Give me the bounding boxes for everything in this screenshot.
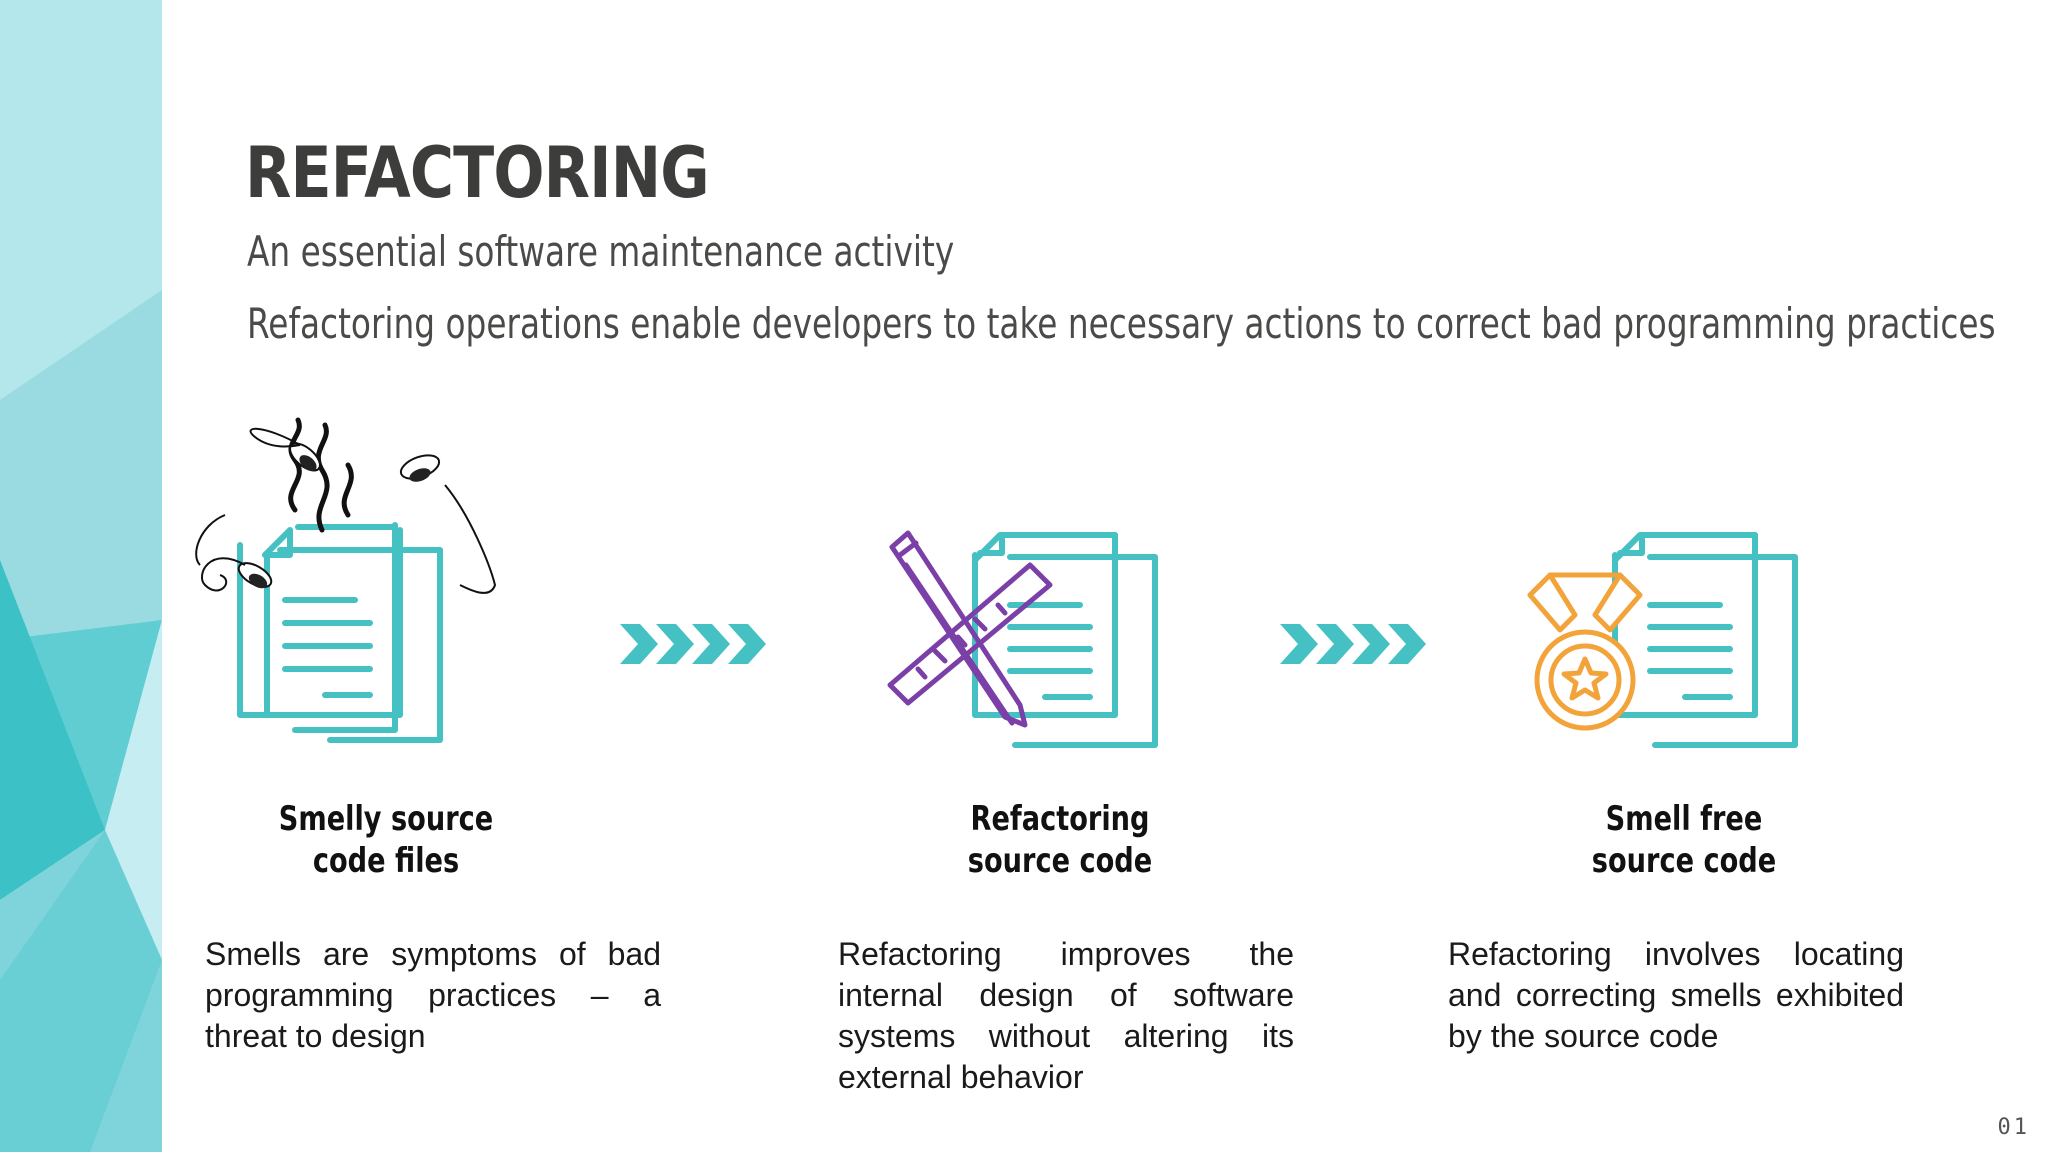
decorative-sidebar <box>0 0 162 1152</box>
document-pencil-ruler-icon <box>887 530 1158 748</box>
step-label-smelly-source: Smelly source code files <box>278 799 494 881</box>
step-label-refactoring: Refactoring source code <box>967 799 1153 881</box>
smelly-document-icon <box>195 417 497 743</box>
slide-subtitle-2: Refactoring operations enable developers… <box>247 299 1996 348</box>
slide-title: REFACTORING <box>245 132 710 214</box>
step-label-smell-free: Smell free source code <box>1591 799 1777 881</box>
page-number: 01 <box>1997 1115 2030 1140</box>
step-description-smelly-source: Smells are symptoms of bad programming p… <box>205 936 661 1054</box>
document-medal-icon <box>1527 532 1798 748</box>
chevron-arrows-icon <box>1280 624 1426 664</box>
slide-subtitle-1: An essential software maintenance activi… <box>247 227 955 276</box>
chevron-arrows-icon <box>620 624 766 664</box>
step-description-refactoring: Refactoring improves the internal design… <box>838 936 1294 1095</box>
geometric-pattern <box>0 0 162 1152</box>
step-description-smell-free: Refactoring involves locating and correc… <box>1448 936 1904 1054</box>
